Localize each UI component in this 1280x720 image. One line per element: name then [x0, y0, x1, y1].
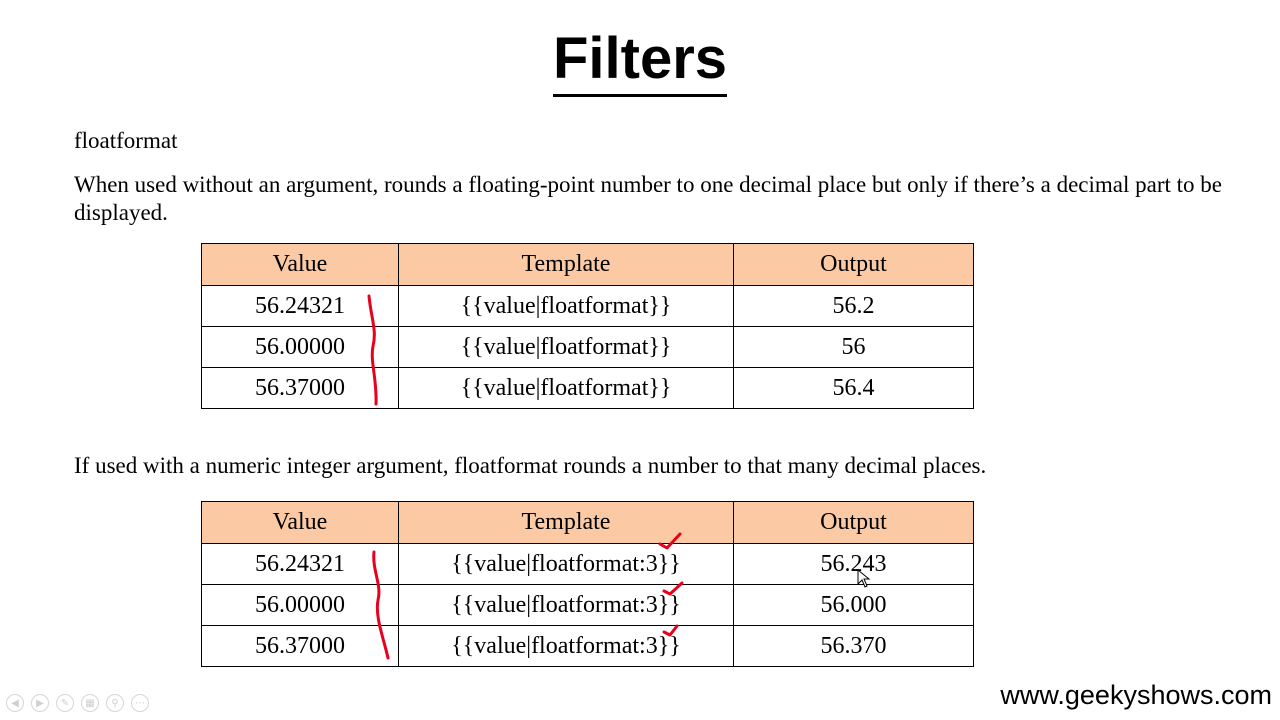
- cell-output: 56.243: [733, 543, 974, 585]
- table-header-row: Value Template Output: [201, 243, 974, 286]
- table-header-row: Value Template Output: [201, 501, 974, 544]
- previous-icon[interactable]: ◀: [6, 694, 24, 712]
- floatformat-table: Value Template Output 56.24321 {{value|f…: [201, 243, 974, 409]
- cell-output: 56.4: [733, 367, 974, 409]
- site-watermark: www.geekyshows.com: [1000, 680, 1272, 710]
- description-with-argument: If used with a numeric integer argument,…: [74, 453, 987, 478]
- cell-value: 56.24321: [201, 543, 399, 585]
- zoom-icon[interactable]: ⚲: [106, 694, 124, 712]
- slide-title: Filters: [0, 24, 1280, 97]
- header-output: Output: [733, 243, 974, 286]
- table-row: 56.37000 {{value|floatformat:3}} 56.370: [201, 625, 974, 667]
- slideshow-toolbar: ◀ ▶ ✎ ▦ ⚲ ⋯: [6, 694, 149, 712]
- cell-template: {{value|floatformat}}: [398, 326, 734, 368]
- cell-template: {{value|floatformat:3}}: [398, 625, 734, 667]
- cell-value: 56.37000: [201, 625, 399, 667]
- slide-title-text: Filters: [552, 24, 728, 97]
- cell-value: 56.00000: [201, 584, 399, 626]
- cell-template: {{value|floatformat}}: [398, 367, 734, 409]
- header-template: Template: [398, 243, 734, 286]
- cell-output: 56.000: [733, 584, 974, 626]
- table-row: 56.24321 {{value|floatformat:3}} 56.243: [201, 543, 974, 585]
- cell-template: {{value|floatformat:3}}: [398, 584, 734, 626]
- header-output: Output: [733, 501, 974, 544]
- next-icon[interactable]: ▶: [31, 694, 49, 712]
- header-value: Value: [201, 243, 399, 286]
- description-no-argument: When used without an argument, rounds a …: [74, 172, 1222, 225]
- cell-template: {{value|floatformat}}: [398, 285, 734, 327]
- header-template: Template: [398, 501, 734, 544]
- pen-icon[interactable]: ✎: [56, 694, 74, 712]
- cell-value: 56.37000: [201, 367, 399, 409]
- cell-value: 56.24321: [201, 285, 399, 327]
- more-icon[interactable]: ⋯: [131, 694, 149, 712]
- cell-template: {{value|floatformat:3}}: [398, 543, 734, 585]
- header-value: Value: [201, 501, 399, 544]
- table-row: 56.37000 {{value|floatformat}} 56.4: [201, 367, 974, 409]
- cell-output: 56.370: [733, 625, 974, 667]
- table-row: 56.00000 {{value|floatformat}} 56: [201, 326, 974, 368]
- slides-icon[interactable]: ▦: [81, 694, 99, 712]
- cell-output: 56.2: [733, 285, 974, 327]
- table-row: 56.00000 {{value|floatformat:3}} 56.000: [201, 584, 974, 626]
- cell-output: 56: [733, 326, 974, 368]
- table-row: 56.24321 {{value|floatformat}} 56.2: [201, 285, 974, 327]
- floatformat-arg-table: Value Template Output 56.24321 {{value|f…: [201, 501, 974, 667]
- cell-value: 56.00000: [201, 326, 399, 368]
- filter-name: floatformat: [74, 128, 178, 153]
